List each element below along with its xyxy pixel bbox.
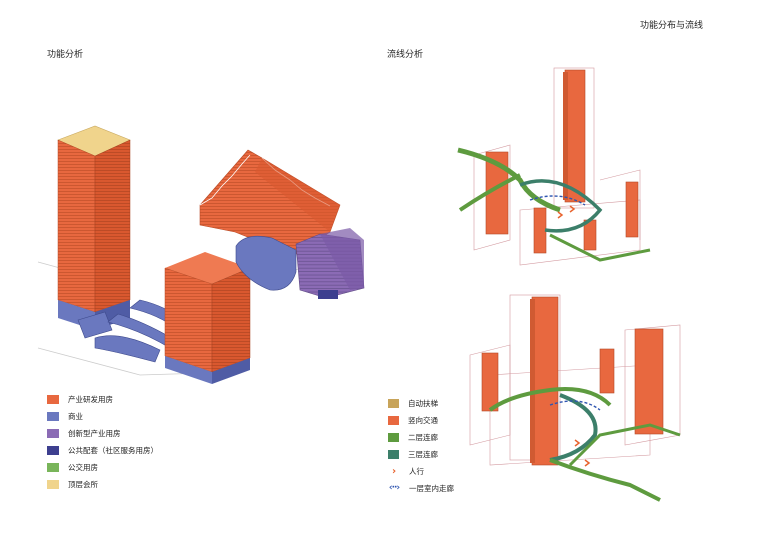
circulation-diagram-bottom (469, 294, 681, 502)
legend-swatch (388, 450, 399, 459)
legend-swatch (388, 399, 399, 408)
legend-item-level3-bridge: 三层连廊 (388, 446, 454, 463)
legend-item-commercial: 商业 (47, 408, 158, 425)
legend-swatch (47, 446, 59, 455)
stepped-block (199, 149, 341, 259)
legend-item-corridor: ‹··› 一层室内走廊 (388, 483, 454, 494)
legend-item-rd: 产业研发用房 (47, 391, 158, 408)
legend-swatch (388, 416, 399, 425)
legend-item-bus: 公交用房 (47, 459, 158, 476)
legend-swatch (47, 463, 59, 472)
legend-item-club: 顶层会所 (47, 476, 158, 493)
mid-tower (164, 252, 251, 384)
double-arrow-icon: ‹··› (388, 483, 400, 493)
tall-tower-left (57, 125, 131, 330)
legend-item-innovation: 创新型产业用房 (47, 425, 158, 442)
legend-item-escalator: 自动扶梯 (388, 395, 454, 412)
circulation-diagram-top (457, 67, 651, 266)
function-legend: 产业研发用房 商业 创新型产业用房 公共配套（社区服务用房） 公交用房 顶层会所 (47, 391, 158, 493)
function-analysis-title: 功能分析 (47, 50, 84, 60)
legend-swatch (47, 395, 59, 404)
legend-swatch (388, 433, 399, 442)
legend-item-level2-bridge: 二层连廊 (388, 429, 454, 446)
circulation-analysis-title: 流线分析 (387, 50, 424, 60)
innovation-block (295, 228, 365, 299)
legend-swatch (47, 480, 59, 489)
legend-item-public: 公共配套（社区服务用房） (47, 442, 158, 459)
circulation-legend: 自动扶梯 竖向交通 二层连廊 三层连廊 › 人行 ‹··› 一层室内走廊 (388, 395, 454, 497)
page-title: 功能分布与流线 (640, 21, 704, 31)
legend-swatch (47, 429, 59, 438)
legend-item-vertical: 竖向交通 (388, 412, 454, 429)
legend-item-pedestrian: › 人行 (388, 463, 454, 480)
arrow-icon: › (391, 466, 397, 477)
legend-swatch (47, 412, 59, 421)
function-axonometric-diagram (37, 125, 365, 384)
